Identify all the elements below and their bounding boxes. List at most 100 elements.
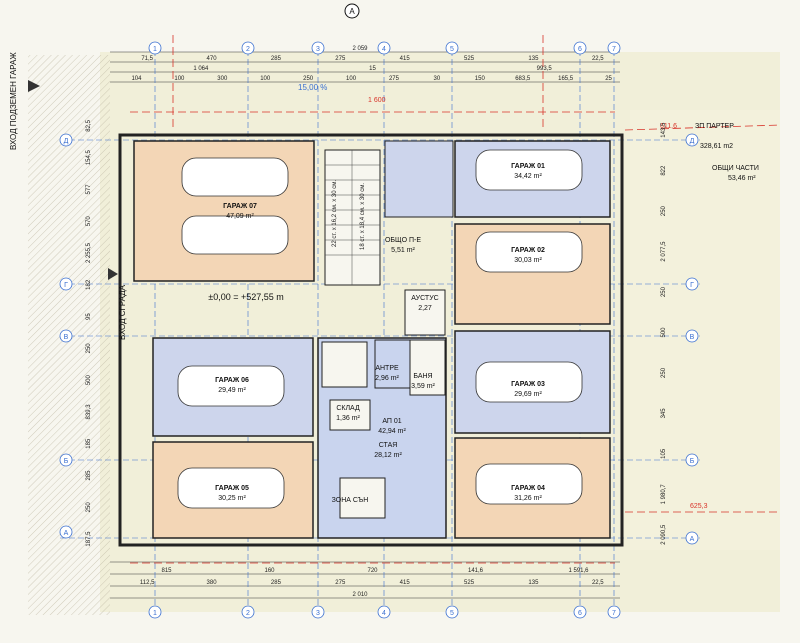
- stairs-b-label: 18 ст. х 18,4 см. х 30 см.: [360, 183, 366, 250]
- common-corridor: [384, 140, 454, 218]
- dimension-label: 415: [400, 56, 411, 62]
- dimension-label: 525: [464, 580, 475, 586]
- storage-room: [329, 399, 371, 431]
- axis-let-d-right: Д: [690, 138, 695, 145]
- dimension-label: 275: [335, 56, 346, 62]
- dim-625-label: 625,3: [690, 503, 708, 510]
- garage-07-area: 47,09 m²: [226, 213, 254, 220]
- axis-num-6-top: 6: [578, 46, 582, 53]
- bottom-total-dim: 2 010: [352, 592, 368, 598]
- dimension-label: 500: [661, 327, 667, 338]
- dimension-label: 250: [303, 76, 314, 82]
- dimension-label: 135: [528, 580, 539, 586]
- dimension-label: 154,5: [86, 150, 92, 166]
- axis-num-2-bottom: 2: [246, 610, 250, 617]
- obshto-name: ОБЩО П-Е: [385, 237, 421, 244]
- sklad-area: 1,36 m²: [336, 415, 360, 422]
- axis-num-7-bottom: 7: [612, 610, 616, 617]
- entry-arrow-building: [108, 268, 118, 280]
- room-labels: ГАРАЖ 07 47,09 m² ГАРАЖ 01 34,42 m² ГАРА…: [215, 163, 545, 504]
- garage-02-name: ГАРАЖ 02: [511, 247, 545, 254]
- axis-let-b-left: Б: [64, 458, 69, 465]
- staya-name: СТАЯ: [379, 442, 398, 449]
- dimension-label: 165,5: [558, 76, 574, 82]
- dimension-label: 71,5: [141, 56, 153, 62]
- dimension-label: 185: [86, 438, 92, 449]
- axis-let-g-right: Г: [690, 282, 694, 289]
- dimension-label: 822: [661, 165, 667, 176]
- dimension-label: 22,5: [592, 56, 604, 62]
- axis-let-v-right: В: [690, 334, 695, 341]
- dimension-label: 285: [271, 580, 282, 586]
- garage-05-area: 30,25 m²: [218, 495, 246, 502]
- garage-07-name: ГАРАЖ 07: [223, 203, 257, 210]
- banya-name: БАНЯ: [413, 373, 432, 380]
- antre-name: АНТРЕ: [375, 365, 399, 372]
- axis-num-4-bottom: 4: [382, 610, 386, 617]
- common-parts-area: 53,46 m²: [728, 175, 756, 182]
- dimension-label: 250: [661, 205, 667, 216]
- common-parts-label: ОБЩИ ЧАСТИ: [712, 165, 759, 172]
- stair-block: [324, 149, 381, 286]
- dimension-label: 82,5: [86, 119, 92, 131]
- garage-05-name: ГАРАЖ 05: [215, 485, 249, 492]
- garage-entry-label: ВХОД ПОДЗЕМЕН ГАРАЖ: [9, 52, 18, 150]
- dimension-label: 570: [86, 216, 92, 227]
- axis-let-g-left: Г: [64, 282, 68, 289]
- garage-06-area: 29,49 m²: [218, 387, 246, 394]
- garage-04-name: ГАРАЖ 04: [511, 485, 545, 492]
- dimension-label: 150: [475, 76, 486, 82]
- dimension-label: 250: [86, 502, 92, 513]
- total-area-label: 328,61 m2: [700, 143, 733, 150]
- aust-room: [404, 289, 446, 336]
- car-icons: [177, 149, 583, 509]
- axis-let-b-right: Б: [690, 458, 695, 465]
- dimension-label: 30: [434, 76, 441, 82]
- ap01-name: АП 01: [382, 418, 401, 425]
- garage-06-name: ГАРАЖ 06: [215, 377, 249, 384]
- entry-arrow-garage: [28, 80, 40, 92]
- dimension-label: 250: [661, 367, 667, 378]
- dimension-label: 100: [346, 76, 357, 82]
- axis-bubbles-bottom: 1 2 3 4 5 6 7: [148, 605, 621, 619]
- dimension-label: 25: [605, 76, 612, 82]
- axis-let-a-left: А: [64, 530, 69, 537]
- garage-01-area: 34,42 m²: [514, 173, 542, 180]
- dimension-label: 285: [271, 56, 282, 62]
- dimension-label: 815: [161, 568, 172, 574]
- garage-03-area: 29,69 m²: [514, 391, 542, 398]
- axis-bubbles-left: Д Г В Б А: [59, 133, 73, 539]
- axis-num-5-bottom: 5: [450, 610, 454, 617]
- dimension-label: 2 255,5: [86, 242, 92, 263]
- dimension-label: 720: [367, 568, 378, 574]
- slope-label: 15,00 %: [298, 83, 327, 92]
- dimension-label: 993,5: [537, 66, 553, 72]
- dimension-label: 2 090,5: [661, 524, 667, 545]
- kitchen-block: [321, 341, 368, 388]
- dimension-label: 100: [260, 76, 271, 82]
- dimension-label: 415: [400, 580, 411, 586]
- zp-parter-label: ЗП ПАРТЕР: [695, 123, 734, 130]
- top-dimensions: [110, 51, 620, 599]
- axis-num-6-bottom: 6: [578, 610, 582, 617]
- banya-area: 3,59 m²: [411, 383, 435, 390]
- aust-area: 2,27: [418, 305, 432, 312]
- zona-name: ЗОНА СЪН: [332, 497, 369, 504]
- axis-num-2-top: 2: [246, 46, 250, 53]
- axis-num-7-top: 7: [612, 46, 616, 53]
- dimension-label: 187,5: [86, 531, 92, 547]
- dimension-label: 112,5: [140, 580, 155, 586]
- bathroom: [409, 339, 446, 396]
- dimension-label: 1 591,6: [568, 568, 589, 574]
- stairs-a-label: 22 ст. х 16,2 см. х 30 см.: [332, 180, 338, 247]
- dimension-label: 577: [86, 184, 92, 195]
- dimension-label: 285: [86, 470, 92, 481]
- building-outline: [118, 133, 624, 547]
- axis-num-3-top: 3: [316, 46, 320, 53]
